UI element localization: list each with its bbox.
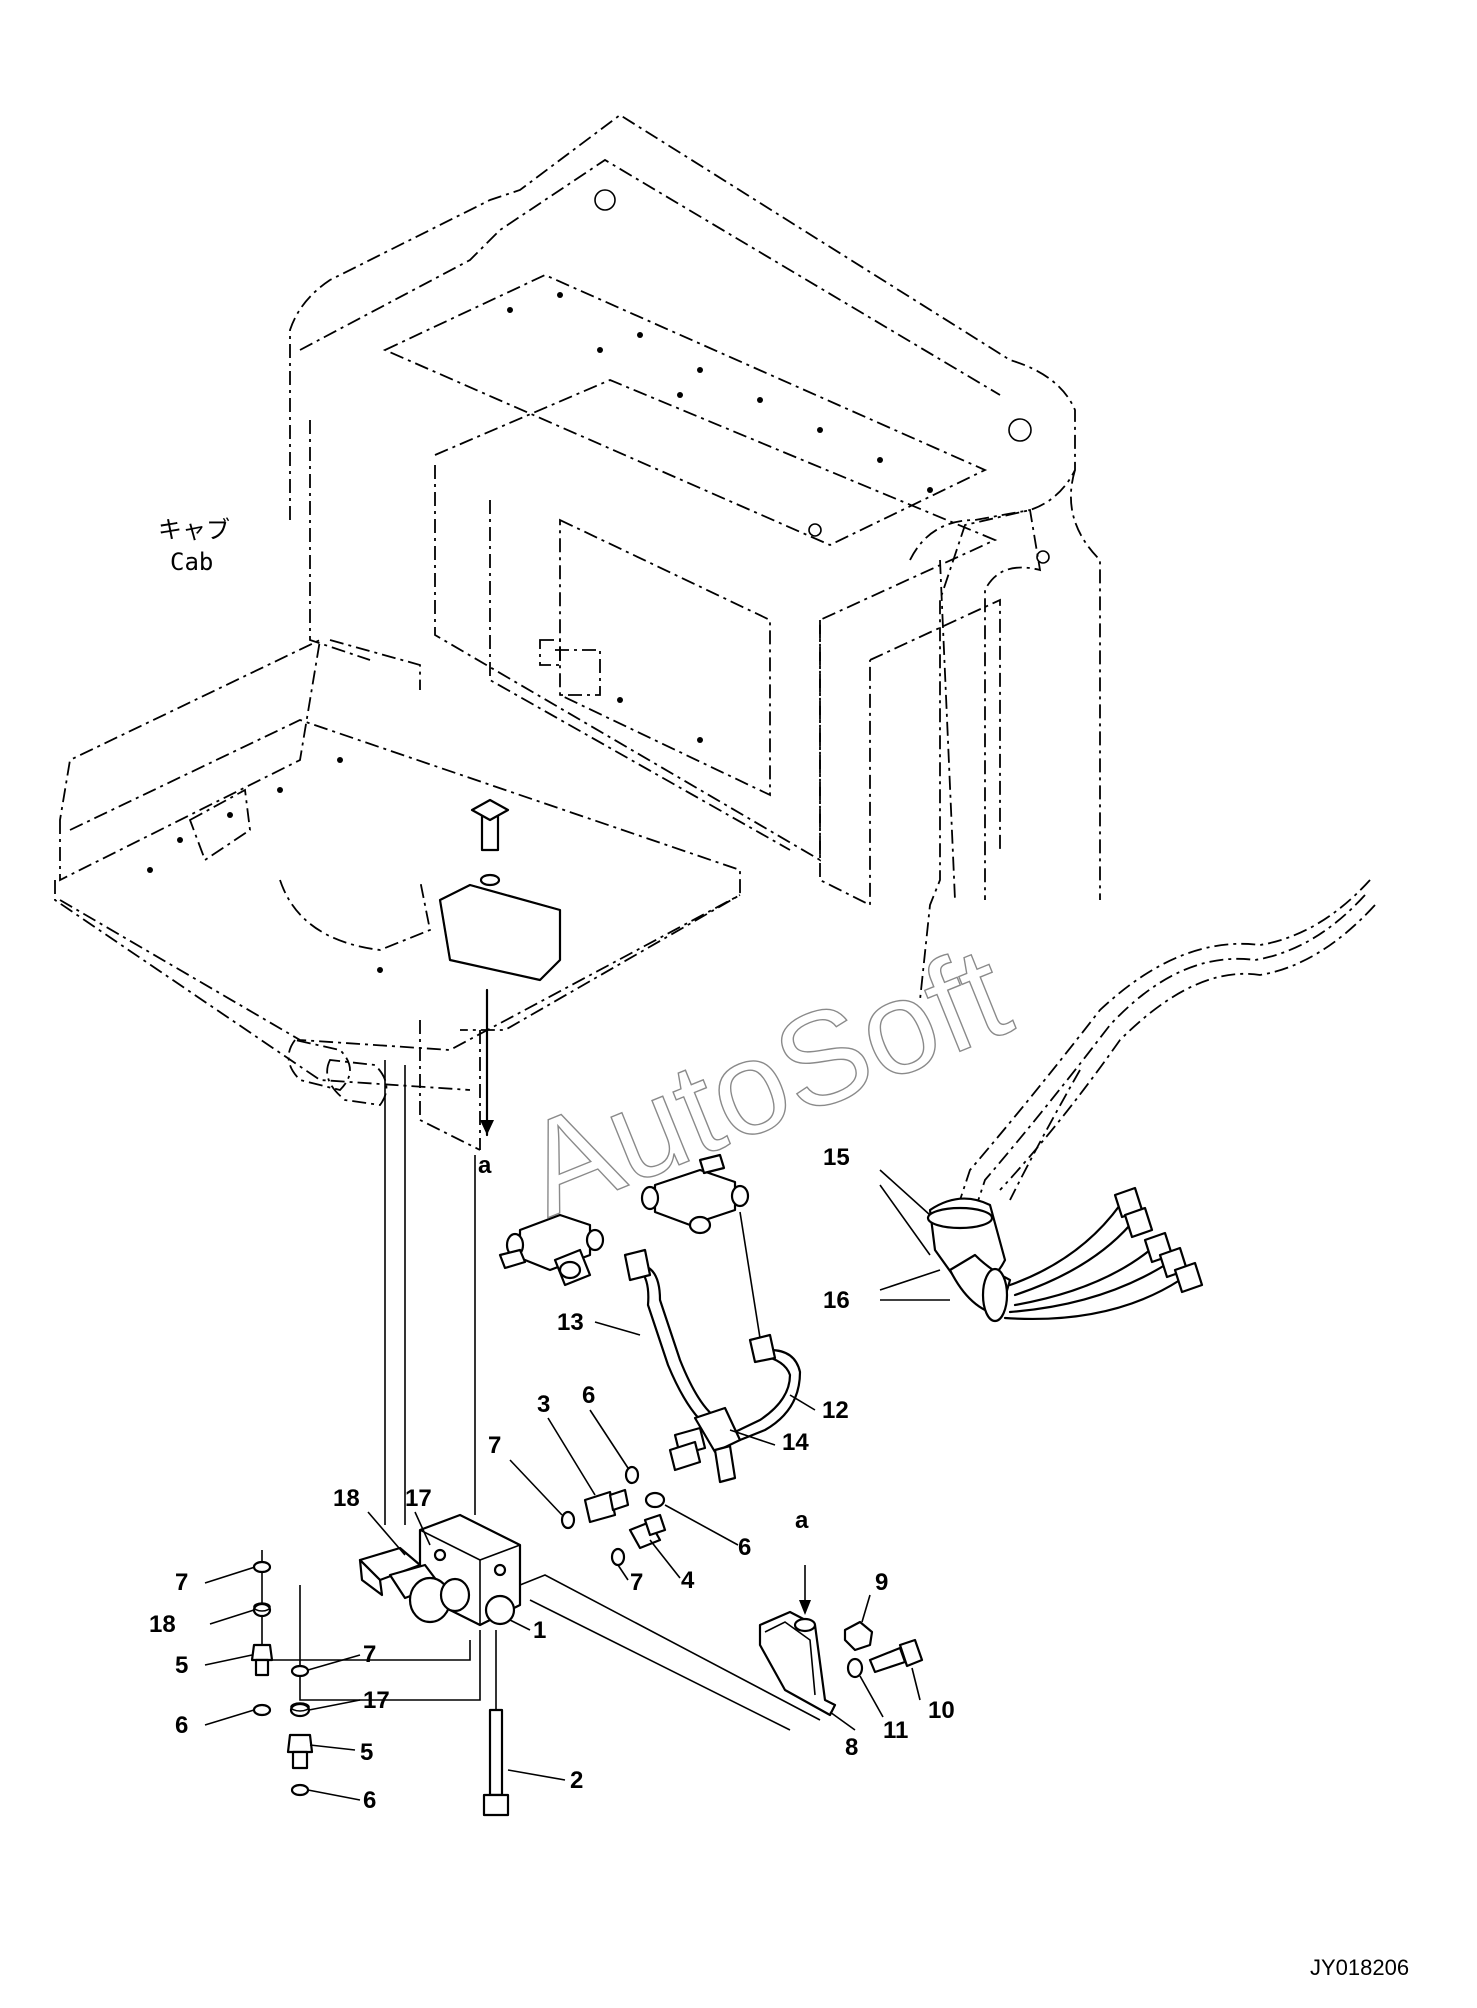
callout-2: 2 [570, 1767, 583, 1794]
cab-frame-outline [54, 113, 1101, 1151]
o-ring-7-b [610, 1547, 626, 1567]
o-ring-6-b [644, 1491, 666, 1509]
callout-8: 8 [845, 1734, 858, 1761]
callout-5-b: 5 [360, 1739, 373, 1766]
hose-13 [623, 1248, 722, 1434]
callout-6-c: 6 [175, 1712, 188, 1739]
bolt-2 [482, 1630, 510, 1817]
callout-12: 12 [822, 1397, 849, 1424]
frame-mount-bracket [438, 798, 562, 1137]
o-ring-17-mid [289, 1702, 311, 1718]
callout-7-b: 7 [630, 1569, 643, 1596]
callout-5-a: 5 [175, 1652, 188, 1679]
callout-a-view: a [795, 1507, 809, 1534]
elbow-4 [628, 1513, 667, 1550]
o-ring-18-left [252, 1602, 272, 1618]
callout-14: 14 [782, 1429, 809, 1456]
cab-label-en: Cab [170, 548, 213, 576]
adapter-tee-side [668, 1440, 702, 1472]
callout-4: 4 [681, 1567, 695, 1594]
hose-12 [733, 1211, 802, 1442]
callout-6-d: 6 [363, 1787, 376, 1814]
callout-1: 1 [533, 1617, 546, 1644]
pilot-valve-left [498, 1213, 605, 1287]
o-ring-6-left [252, 1703, 272, 1717]
o-ring-7-mid [290, 1664, 310, 1678]
callout-6-b: 6 [738, 1534, 751, 1561]
callout-11: 11 [883, 1717, 908, 1744]
callout-7-c: 7 [175, 1569, 188, 1596]
washer-11 [846, 1657, 864, 1679]
valve-block-1 [358, 1513, 522, 1627]
view-arrow-label: a [478, 1152, 492, 1179]
plug-5-upper [250, 1643, 274, 1677]
callout-15: 15 [823, 1144, 850, 1171]
bolt-10 [868, 1638, 924, 1674]
o-ring-7-a [560, 1510, 576, 1530]
callout-7-a: 7 [488, 1432, 501, 1459]
drawing-number: JY018206 [1310, 1955, 1409, 1980]
cab-label-jp: キャブ [158, 516, 230, 544]
o-ring-6-bottom [290, 1783, 310, 1797]
callout-3: 3 [537, 1391, 550, 1418]
callout-7-d: 7 [363, 1641, 376, 1668]
callout-9: 9 [875, 1569, 888, 1596]
callout-18-top: 18 [333, 1485, 360, 1512]
callout-18-b: 18 [149, 1611, 176, 1638]
callout-10: 10 [928, 1697, 955, 1724]
callout-13: 13 [557, 1309, 584, 1336]
plug-5-lower [286, 1733, 314, 1770]
callout-16: 16 [823, 1287, 850, 1314]
adapter-3 [583, 1488, 630, 1524]
callout-17-b: 17 [363, 1687, 390, 1714]
assembly-lines [261, 1060, 821, 1731]
o-ring-6-a [624, 1465, 640, 1485]
pilot-valve-right [640, 1153, 750, 1235]
callout-17-top: 17 [405, 1485, 432, 1512]
watermark: AutoSoft [503, 918, 1028, 1244]
nut-9 [843, 1620, 874, 1652]
callout-labels: 18 17 7 3 6 13 12 14 15 16 6 4 7 1 7 18 … [149, 1144, 955, 1814]
callout-6-a: 6 [582, 1382, 595, 1409]
hose-bundle-15-16 [926, 879, 1376, 1323]
leader-lines [204, 1169, 950, 1801]
bracket-8 [758, 1565, 837, 1717]
o-ring-7-left [252, 1560, 272, 1574]
